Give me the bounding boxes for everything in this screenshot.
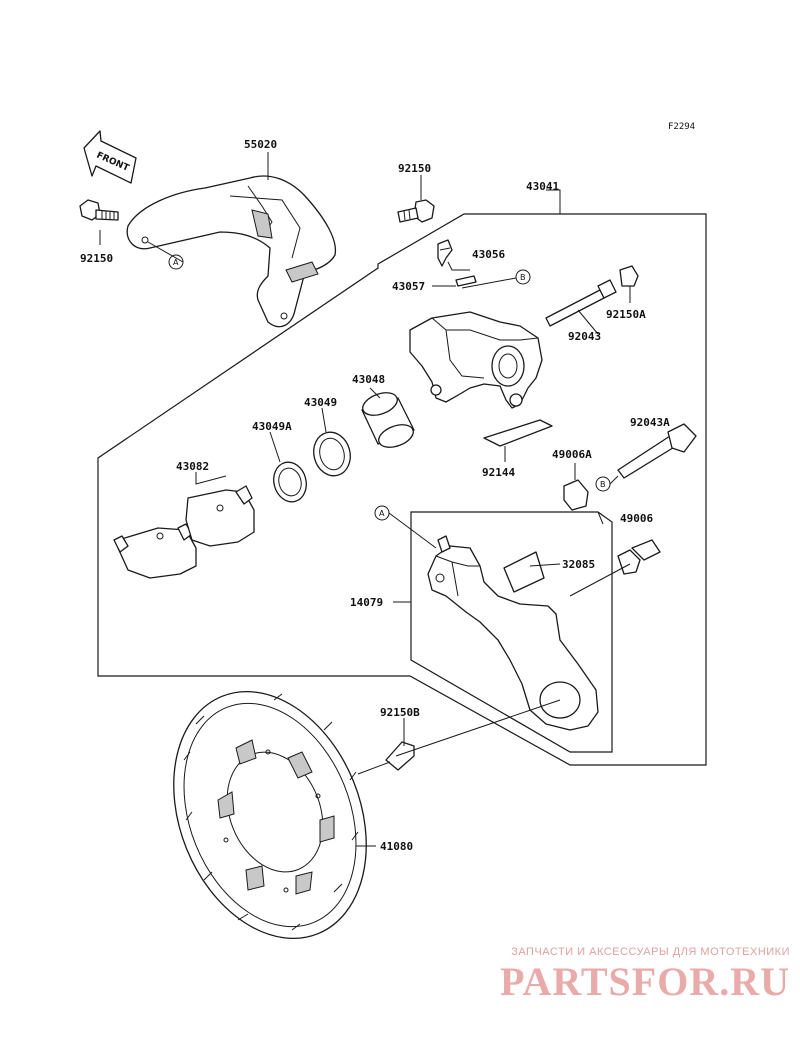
label-43041: 43041 bbox=[526, 180, 559, 193]
ref-b-2-label: B bbox=[600, 480, 606, 489]
label-92150-left: 92150 bbox=[80, 252, 113, 265]
label-92043A: 92043A bbox=[630, 416, 670, 429]
label-92150-top: 92150 bbox=[398, 162, 431, 175]
label-41080: 41080 bbox=[380, 840, 413, 853]
caliper-assembly-outline bbox=[97, 213, 707, 766]
label-32085: 32085 bbox=[562, 558, 595, 571]
front-arrow-icon: FRONT bbox=[83, 130, 137, 184]
caliper-body bbox=[409, 311, 543, 409]
leader-lines bbox=[99, 152, 631, 847]
brake-disc-41080 bbox=[173, 690, 367, 940]
ref-b-1-label: B bbox=[520, 273, 526, 282]
label-92150B: 92150B bbox=[380, 706, 420, 719]
bolt-92150-top bbox=[397, 199, 435, 223]
ref-a-1-label: A bbox=[173, 258, 179, 267]
seal-43049 bbox=[313, 431, 351, 477]
label-43057: 43057 bbox=[392, 280, 425, 293]
piston-43048 bbox=[361, 392, 415, 448]
ref-marker-b-1: B bbox=[515, 269, 531, 285]
watermark-tagline: ЗАПЧАСТИ И АКСЕССУАРЫ ДЛЯ МОТОТЕХНИКИ bbox=[511, 946, 790, 958]
label-92144: 92144 bbox=[482, 466, 515, 479]
label-43049A: 43049A bbox=[252, 420, 292, 433]
label-43082: 43082 bbox=[176, 460, 209, 473]
label-43056: 43056 bbox=[472, 248, 505, 261]
watermark-logo: PARTSFOR.RU bbox=[500, 959, 790, 1004]
slide-pin-92043A bbox=[617, 423, 697, 479]
label-43048: 43048 bbox=[352, 373, 385, 386]
bracket-assembly-outline bbox=[410, 511, 613, 753]
label-92150A: 92150A bbox=[606, 308, 646, 321]
boot-49006 bbox=[569, 539, 661, 597]
ref-marker-b-2: B bbox=[595, 476, 611, 492]
label-43049: 43049 bbox=[304, 396, 337, 409]
figure-code: F2294 bbox=[668, 122, 695, 132]
slide-pin-92043 bbox=[545, 279, 617, 327]
ref-marker-a-1: A bbox=[168, 254, 184, 270]
pad-spring-92144 bbox=[483, 419, 553, 447]
pad-holder-32085 bbox=[503, 551, 545, 593]
caliper-bracket-55020 bbox=[126, 175, 337, 328]
bleeder-valve-43056 bbox=[437, 239, 453, 267]
label-55020: 55020 bbox=[244, 138, 277, 151]
label-49006A: 49006A bbox=[552, 448, 592, 461]
cap-92150A bbox=[619, 265, 639, 287]
bolt-92150B bbox=[357, 741, 415, 775]
brake-pads-43082 bbox=[113, 485, 255, 579]
bolt-92150-left bbox=[79, 199, 119, 221]
ref-a-2-label: A bbox=[379, 509, 385, 518]
seal-43049A bbox=[273, 461, 307, 503]
label-14079: 14079 bbox=[350, 596, 383, 609]
label-49006: 49006 bbox=[620, 512, 653, 525]
label-92043: 92043 bbox=[568, 330, 601, 343]
boot-49006A bbox=[563, 479, 589, 511]
bleeder-cap-43057 bbox=[455, 275, 477, 287]
ref-marker-a-2: A bbox=[374, 505, 390, 521]
